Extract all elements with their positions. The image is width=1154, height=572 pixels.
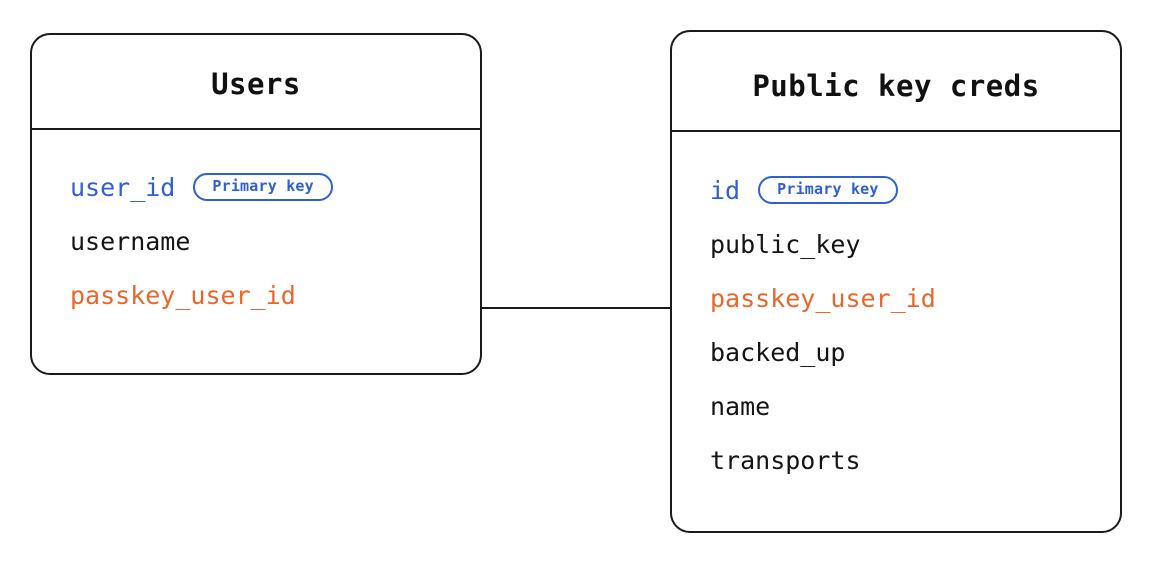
field-name-backed-up: backed_up: [710, 337, 846, 367]
entity-users[interactable]: Users user_id Primary key username passk…: [30, 33, 482, 375]
entity-public-key-creds-title: Public key creds: [752, 69, 1040, 103]
field-name-transports: transports: [710, 445, 861, 475]
field-name-passkey-user-id: passkey_user_id: [70, 280, 296, 310]
field-row[interactable]: id Primary key: [672, 163, 1120, 217]
entity-users-title: Users: [211, 67, 301, 101]
field-row[interactable]: username: [32, 214, 480, 268]
field-name-name: name: [710, 391, 771, 421]
primary-key-badge: Primary key: [193, 172, 333, 202]
field-name-passkey-user-id: passkey_user_id: [710, 283, 936, 313]
entity-users-header-divider: [32, 128, 480, 130]
field-name-username: username: [70, 226, 191, 256]
field-row[interactable]: backed_up: [672, 325, 1120, 379]
entity-public-key-creds-header-divider: [672, 130, 1120, 132]
field-row[interactable]: public_key: [672, 217, 1120, 271]
field-name-public-key: public_key: [710, 229, 861, 259]
relationship-connector-users-to-public-key-creds: [482, 307, 672, 309]
field-row[interactable]: name: [672, 379, 1120, 433]
field-row[interactable]: transports: [672, 433, 1120, 487]
field-row[interactable]: passkey_user_id: [32, 268, 480, 322]
primary-key-badge: Primary key: [758, 175, 898, 205]
entity-users-field-list: user_id Primary key username passkey_use…: [32, 160, 480, 322]
field-row[interactable]: user_id Primary key: [32, 160, 480, 214]
entity-public-key-creds-field-list: id Primary key public_key passkey_user_i…: [672, 163, 1120, 487]
field-name-id: id: [710, 175, 741, 205]
field-row[interactable]: passkey_user_id: [672, 271, 1120, 325]
field-name-user-id: user_id: [70, 172, 176, 202]
entity-public-key-creds[interactable]: Public key creds id Primary key public_k…: [670, 30, 1122, 533]
